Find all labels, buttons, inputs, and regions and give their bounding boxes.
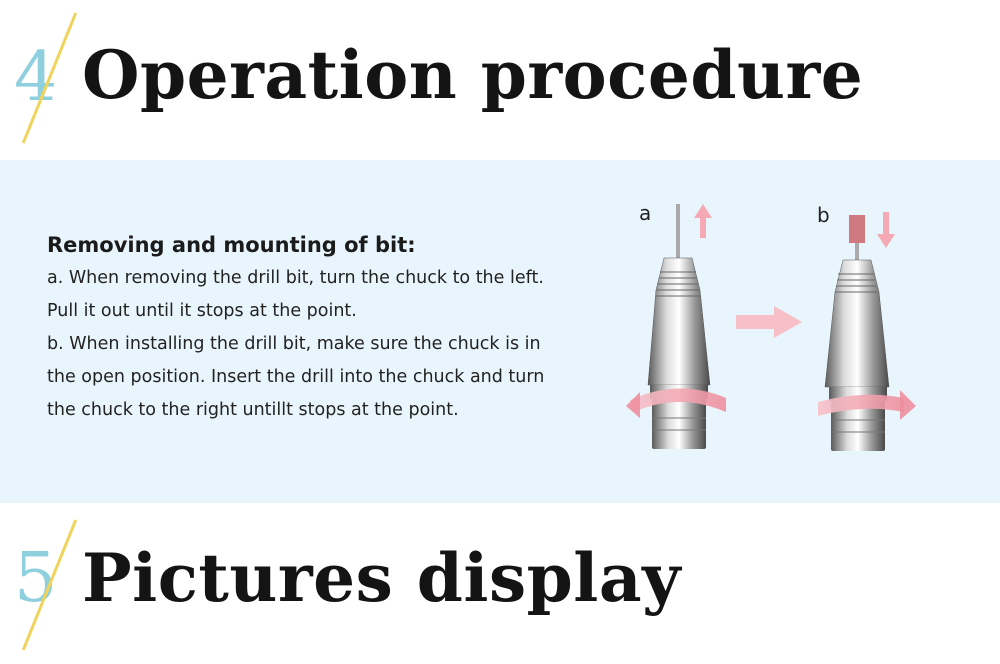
chuck-illustration: [626, 204, 916, 451]
down-arrow-shaft: [883, 212, 889, 240]
instruction-line-1: a. When removing the drill bit, turn the…: [47, 268, 544, 288]
instruction-heading: Removing and mounting of bit:: [47, 233, 416, 257]
section-4-title: Operation procedure: [82, 36, 864, 114]
up-arrow-shaft: [700, 210, 706, 238]
diagram-label-b: b: [817, 203, 830, 227]
right-arrow-icon: [736, 306, 802, 338]
handpiece-a: [626, 204, 726, 449]
rotate-left-arrow-icon: [630, 388, 726, 412]
drill-bit-a: [676, 204, 680, 259]
handpiece-b: [818, 212, 916, 451]
drill-bit-b: [849, 215, 865, 243]
instruction-line-2: Pull it out until it stops at the point.: [47, 301, 357, 321]
instruction-line-5: the chuck to the right untillt stops at …: [47, 400, 459, 420]
down-arrow-icon: [877, 234, 895, 248]
diagram-label-a: a: [639, 201, 652, 225]
chuck-diagram: a b: [612, 180, 952, 480]
section-5-title: Pictures display: [82, 539, 681, 617]
instruction-text-block: Removing and mounting of bit: a. When re…: [47, 232, 607, 427]
rotate-right-arrow-icon: [818, 394, 904, 416]
instruction-line-4: the open position. Insert the drill into…: [47, 367, 545, 387]
instruction-line-3: b. When installing the drill bit, make s…: [47, 334, 541, 354]
up-arrow-icon: [694, 204, 712, 218]
